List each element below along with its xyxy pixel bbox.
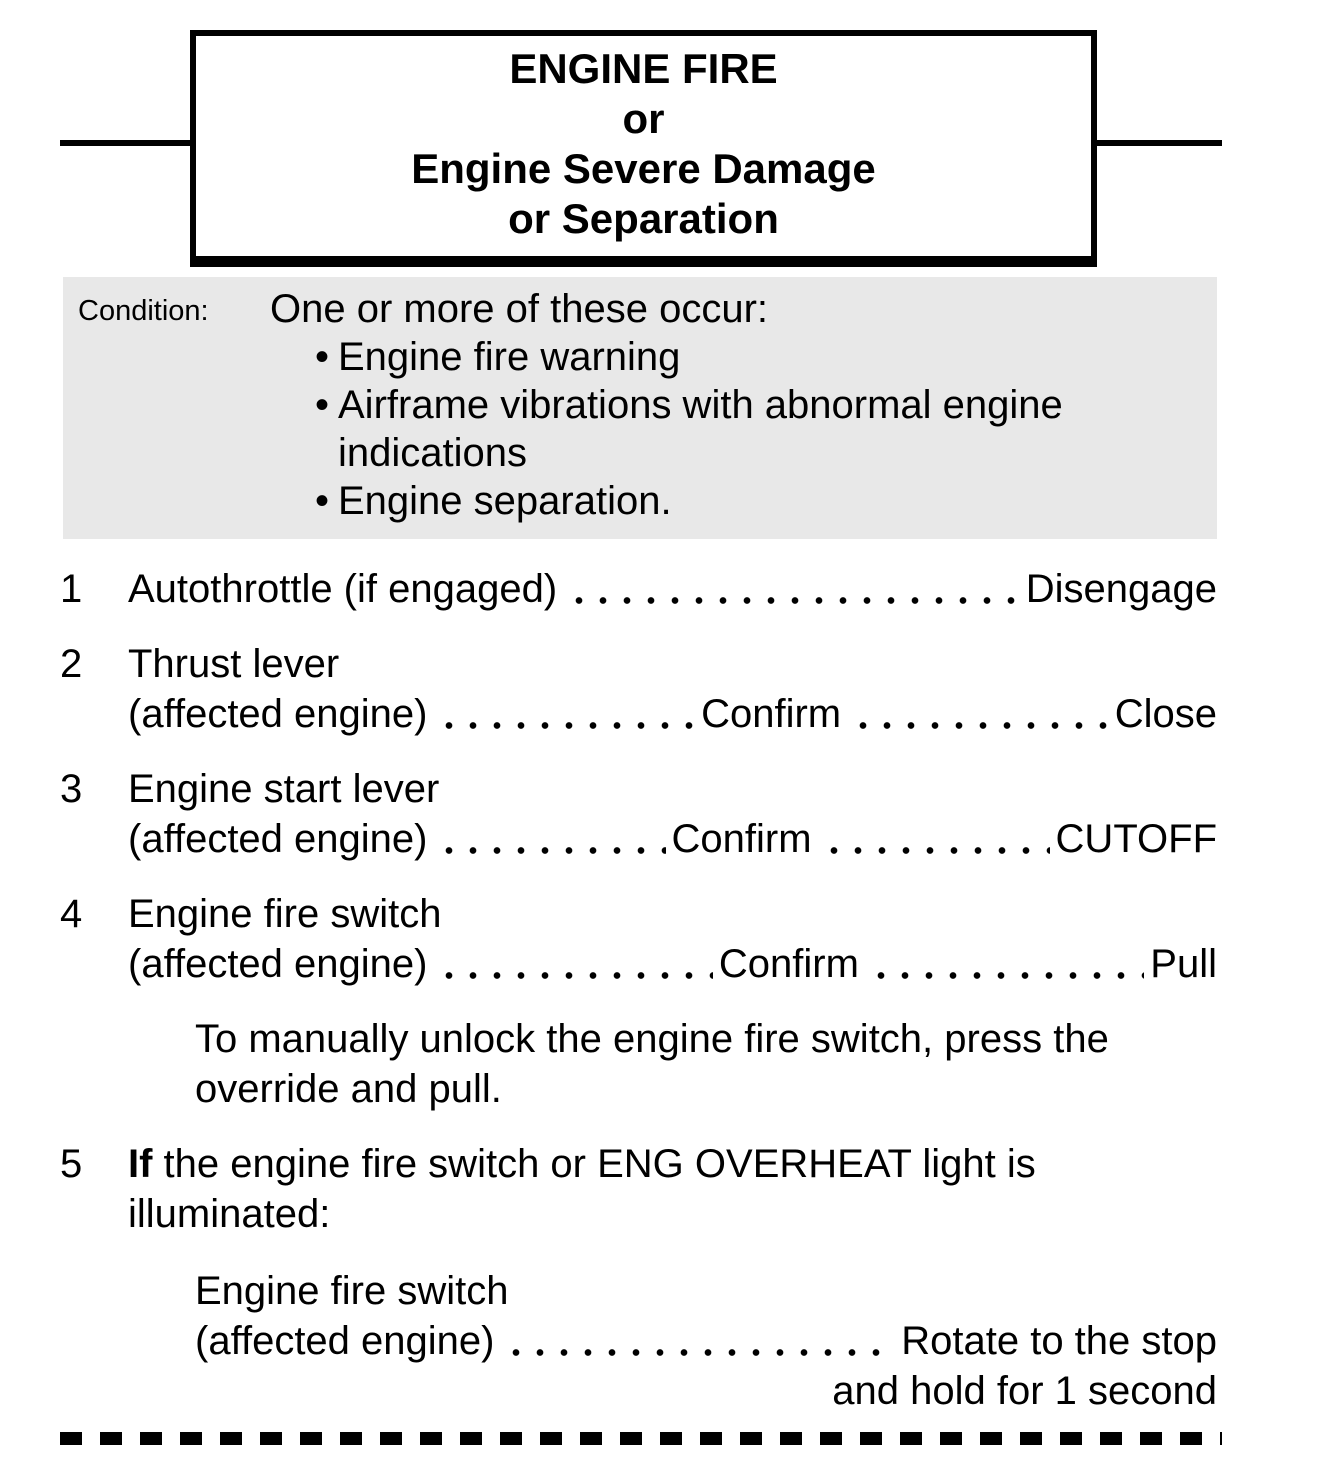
step-title: Thrust lever [128, 642, 340, 686]
step-action: CUTOFF [1055, 817, 1218, 861]
title-rule-left [60, 139, 190, 146]
step-content: Engine fire switch (affected engine) Con… [128, 889, 1217, 1114]
dot-leader [500, 1316, 896, 1366]
step-number: 4 [60, 892, 83, 936]
leader-line: (affected engine) Confirm Pull [128, 939, 1217, 989]
step-title: Engine fire switch [128, 892, 442, 936]
step-action: Disengage [1025, 567, 1217, 611]
condition-bullet: •Engine fire warning [270, 333, 1207, 381]
step-title: Engine start lever [128, 767, 440, 811]
step-action: Rotate to the stop [901, 1319, 1217, 1363]
conditional-text: the engine fire switch or ENG OVERHEAT l… [128, 1142, 1036, 1236]
leader-line: (affected engine) Rotate to the stop [195, 1316, 1217, 1366]
condition-intro: One or more of these occur: [270, 287, 769, 331]
dot-leader [563, 564, 1020, 614]
checklist-item-4: 4 Engine fire switch (affected engine) C… [60, 889, 1217, 1114]
step-subject: (affected engine) [128, 942, 428, 986]
leader-line: (affected engine) Confirm CUTOFF [128, 814, 1217, 864]
condition-bullet: •Engine separation. [270, 477, 1207, 525]
step-action: Close [1114, 692, 1217, 736]
step-content: Thrust lever (affected engine) Confirm C… [128, 639, 1217, 739]
step-number: 2 [60, 642, 83, 686]
leader-line: Autothrottle (if engaged) Disengage [128, 564, 1217, 614]
title-line-4: or Separation [508, 195, 779, 242]
step-content: If the engine fire switch or ENG OVERHEA… [128, 1139, 1217, 1416]
title-rule-right [1097, 139, 1222, 146]
checklist-item-2: 2 Thrust lever (affected engine) Confirm… [60, 639, 1217, 739]
condition-bullet-text: Airframe vibrations with abnormal engine… [338, 383, 1063, 475]
condition-body: One or more of these occur: •Engine fire… [270, 285, 1207, 525]
checklist-item-5: 5 If the engine fire switch or ENG OVERH… [60, 1139, 1217, 1416]
step-number: 1 [60, 567, 83, 611]
if-keyword: If [128, 1142, 153, 1186]
step-action: Pull [1150, 942, 1217, 986]
bullet-icon: • [315, 479, 330, 523]
title-line-3: Engine Severe Damage [411, 145, 876, 192]
condition-bullet-list: •Engine fire warning •Airframe vibration… [270, 333, 1207, 525]
condition-label: Condition: [78, 295, 209, 327]
bullet-icon: • [315, 383, 330, 427]
title-banner: ENGINE FIRE or Engine Severe Damage or S… [0, 0, 1334, 267]
condition-bullet-text: Engine separation. [338, 479, 672, 523]
step-content: Engine start lever (affected engine) Con… [128, 764, 1217, 864]
condition-box: Condition: One or more of these occur: •… [63, 277, 1217, 539]
step-content: Autothrottle (if engaged) Disengage [128, 564, 1217, 614]
step-subject: (affected engine) [128, 692, 428, 736]
checklist-item-3: 3 Engine start lever (affected engine) C… [60, 764, 1217, 864]
conditional-line: If the engine fire switch or ENG OVERHEA… [128, 1139, 1217, 1239]
title-line-1: ENGINE FIRE [509, 45, 778, 92]
dot-leader [433, 939, 713, 989]
leader-line: (affected engine) Confirm Close [128, 689, 1217, 739]
dot-leader [433, 814, 666, 864]
step-subject: (affected engine) [128, 817, 428, 861]
step-action-continuation: and hold for 1 second [832, 1369, 1217, 1413]
confirm-label: Confirm [671, 817, 812, 861]
dot-leader [817, 814, 1050, 864]
dot-leader [847, 689, 1109, 739]
step-number: 3 [60, 767, 83, 811]
title-line-2: or [622, 95, 665, 142]
step-title: Engine fire switch [195, 1269, 509, 1313]
title-box: ENGINE FIRE or Engine Severe Damage or S… [190, 30, 1097, 267]
step-title: Autothrottle (if engaged) [128, 567, 558, 611]
confirm-label: Confirm [718, 942, 859, 986]
confirm-label: Confirm [701, 692, 842, 736]
bullet-icon: • [315, 335, 330, 379]
step-subject: (affected engine) [195, 1319, 495, 1363]
condition-bullet: •Airframe vibrations with abnormal engin… [270, 381, 1207, 477]
condition-bullet-text: Engine fire warning [338, 335, 681, 379]
dot-leader [433, 689, 696, 739]
step-note: To manually unlock the engine fire switc… [195, 1017, 1109, 1111]
checklist-item-1: 1 Autothrottle (if engaged) Disengage [60, 564, 1217, 614]
sub-procedure: Engine fire switch (affected engine) Rot… [195, 1266, 1217, 1416]
end-of-checklist-separator [60, 1432, 1222, 1445]
dot-leader [864, 939, 1145, 989]
step-number: 5 [60, 1142, 83, 1186]
